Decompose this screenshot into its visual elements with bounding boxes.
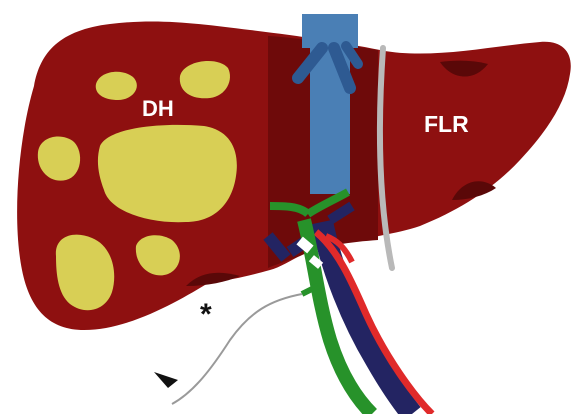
- label-flr: FLR: [424, 111, 469, 137]
- lesion: [96, 72, 137, 100]
- lesion: [98, 125, 237, 222]
- label-dh: DH: [142, 96, 174, 121]
- arrowhead-marker: [154, 372, 178, 388]
- asterisk-marker: *: [200, 298, 212, 331]
- drain-line: [172, 294, 302, 404]
